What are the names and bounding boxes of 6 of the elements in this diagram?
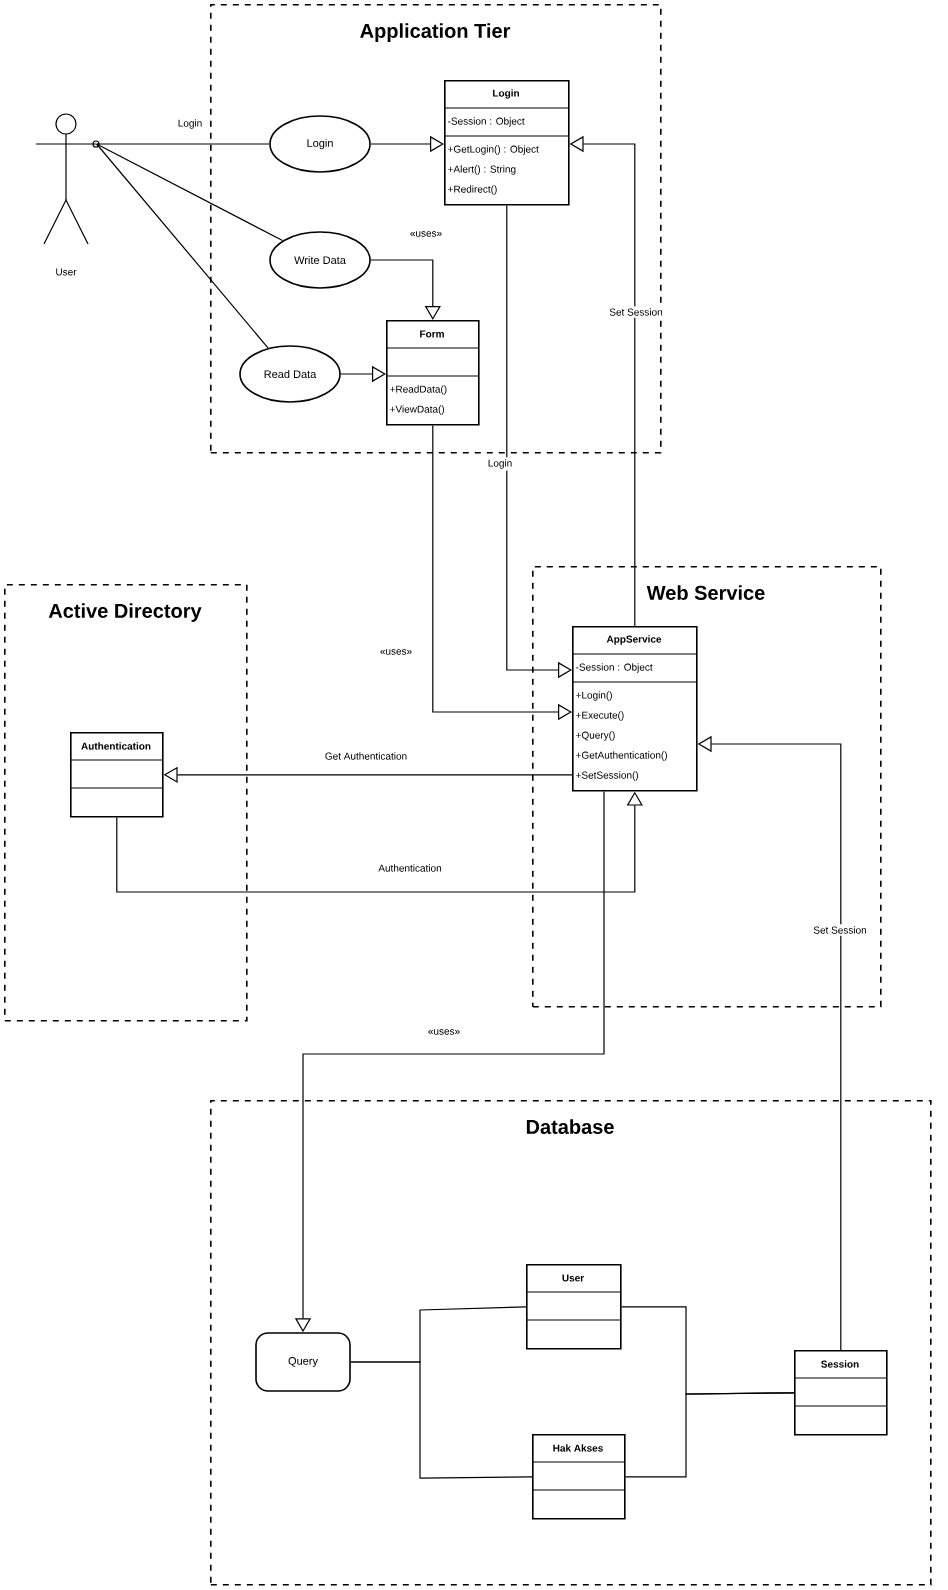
connector: [96, 143, 284, 242]
connector: [370, 259, 441, 320]
connector: [350, 1361, 533, 1479]
connector: [96, 143, 270, 145]
connector: [96, 143, 269, 349]
connector: [625, 1392, 795, 1478]
